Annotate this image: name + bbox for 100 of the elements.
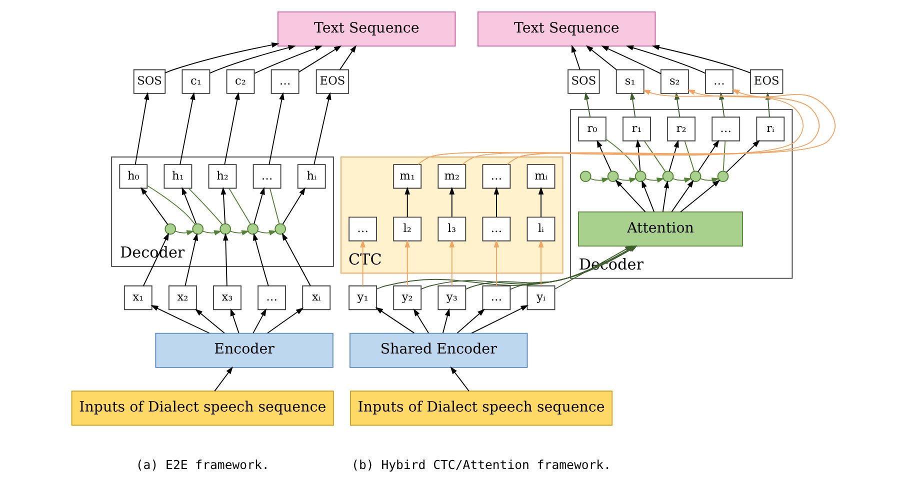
arrow [375, 307, 415, 334]
arrow [174, 230, 194, 236]
arrow [224, 92, 240, 165]
arrow [700, 178, 720, 183]
arrow [668, 140, 679, 172]
node-circle [220, 223, 232, 235]
arrow [601, 46, 662, 74]
arrow [494, 240, 500, 286]
node-box: r₂ [667, 116, 696, 142]
node-box: … [482, 285, 511, 310]
arrow [494, 186, 500, 218]
node-box: y₂ [393, 285, 422, 310]
arrow [674, 92, 680, 118]
node-circle [662, 170, 674, 182]
arrow [182, 187, 197, 224]
node-circle [192, 223, 204, 235]
connector [269, 188, 280, 224]
node-box: l₃ [438, 216, 466, 242]
node-box: Text Sequence [478, 11, 656, 47]
arrow [642, 180, 655, 212]
node-box: xᵢ [302, 285, 331, 310]
arrow [418, 90, 804, 165]
connector [228, 188, 251, 225]
arrow [538, 186, 544, 218]
node-box: … [482, 164, 511, 189]
arrow [360, 240, 366, 286]
arrow [590, 178, 610, 183]
arrow [471, 304, 528, 334]
node-box: h₀ [119, 164, 148, 189]
node-box: … [258, 285, 286, 310]
arrow [267, 308, 304, 334]
node-box: EOS [750, 69, 784, 94]
arrow [314, 92, 332, 165]
connector [605, 138, 639, 172]
arrow [252, 232, 269, 286]
arrow [450, 366, 470, 392]
arrow [596, 140, 612, 172]
arrow [210, 45, 296, 74]
node-circle [247, 223, 259, 235]
node-box: r₁ [622, 116, 651, 142]
arrow [223, 232, 228, 286]
node-box: s₁ [616, 69, 644, 94]
arrow [150, 305, 210, 334]
node-box: h₁ [164, 164, 192, 189]
node-box: SOS [133, 69, 166, 94]
node-box: m₂ [438, 164, 466, 189]
arrow [506, 89, 836, 165]
node-box: yᵢ [526, 285, 556, 310]
node-box: … [482, 216, 511, 242]
connector [644, 140, 666, 172]
node-box: … [348, 216, 378, 242]
arrow [449, 240, 455, 286]
node-circle [274, 223, 286, 235]
arrow [180, 92, 196, 165]
node-box: … [270, 69, 300, 94]
connector [684, 140, 695, 172]
arrow [164, 42, 280, 74]
label: (a) E2E framework. [136, 458, 270, 472]
arrow [257, 230, 277, 236]
node-box: m₁ [393, 164, 422, 189]
node-box: l₂ [393, 216, 422, 242]
node-box: SOS [568, 69, 600, 94]
arrow [652, 44, 751, 74]
arrow [282, 187, 306, 225]
arrow [726, 140, 760, 173]
node-box: Text Sequence [277, 11, 456, 47]
node-box: y₁ [348, 285, 378, 310]
node-box: x₂ [168, 285, 197, 310]
arrow [339, 44, 356, 70]
node-box: s₂ [660, 69, 689, 94]
arrow [644, 178, 664, 183]
arrow [404, 240, 410, 286]
node-box: Inputs of Dialect speech sequence [71, 390, 334, 426]
node-box: r₀ [578, 116, 606, 142]
node-box: y₃ [438, 285, 466, 310]
arrow [298, 45, 342, 73]
arrow [230, 230, 250, 236]
arrow [252, 308, 267, 334]
node-box: lᵢ [526, 216, 556, 242]
arrow [586, 45, 617, 70]
node-circle [607, 170, 619, 182]
node-box: Shared Encoder [350, 332, 528, 368]
arrow [134, 92, 150, 165]
connector [146, 185, 196, 225]
node-box: c₁ [182, 69, 210, 94]
connector [722, 140, 726, 172]
arrow [194, 308, 225, 334]
node-box: x₁ [124, 285, 152, 310]
arrow [230, 308, 240, 334]
node-box: rᵢ [756, 116, 785, 142]
arrow [672, 178, 692, 183]
arrow [202, 230, 222, 236]
node-circle [164, 223, 176, 235]
node-circle [690, 170, 702, 182]
node-box: h₂ [208, 164, 237, 189]
arrow [449, 186, 455, 218]
node-box: x₃ [213, 285, 242, 310]
arrow [268, 92, 284, 165]
arrow [214, 366, 233, 392]
node-box: c₂ [226, 69, 255, 94]
